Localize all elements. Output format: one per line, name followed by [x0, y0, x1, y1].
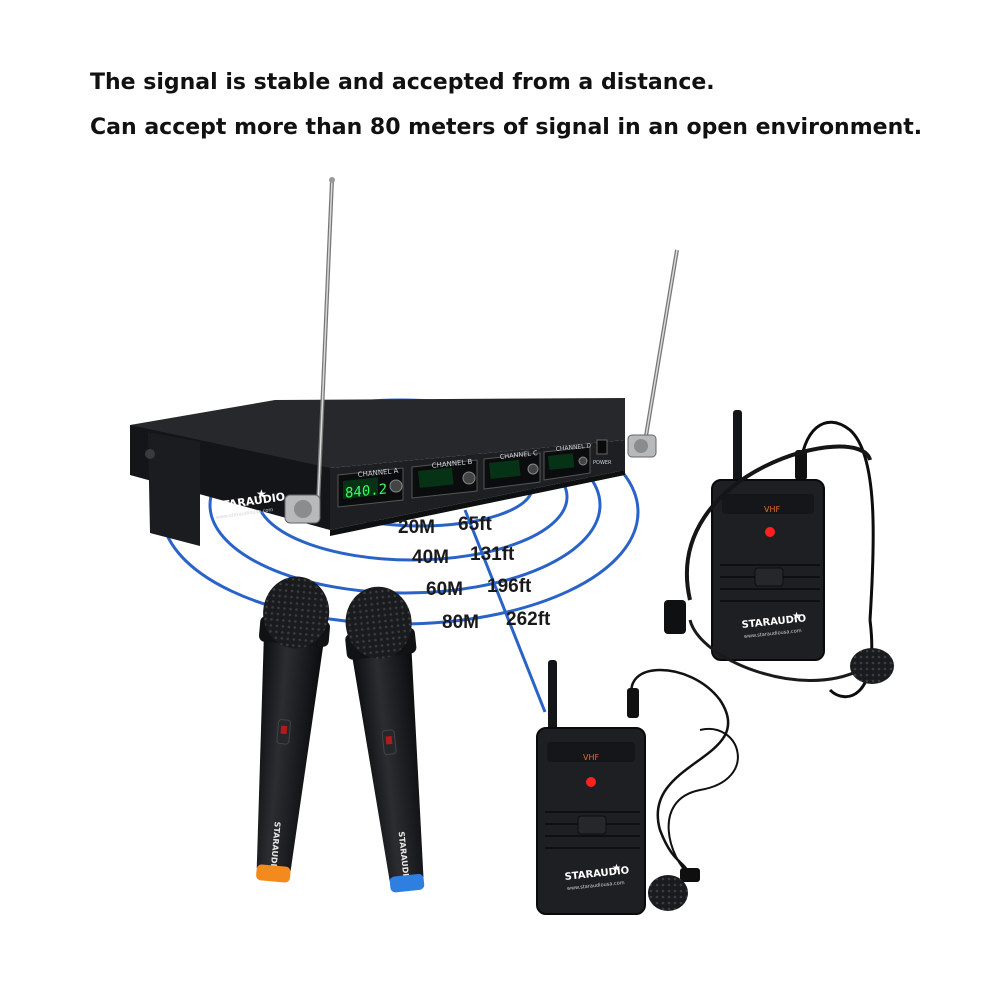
right-antenna: [627, 249, 679, 458]
bodypack-lower-vhf: VHF: [583, 753, 599, 762]
range-labels: 20M 65ft 40M 131ft 60M 196ft 80M 262ft: [398, 514, 551, 633]
handheld-mic-orange: STARAUDIO: [256, 576, 330, 883]
lavalier-bodypack: VHF STARAUDIO ★ www.staraudiousa.com: [536, 660, 739, 915]
handheld-mic-blue: STARAUDIO: [345, 586, 425, 893]
bodypack-upper-led: [765, 527, 775, 537]
star-icon: ★: [792, 611, 801, 622]
signal-line: [463, 509, 547, 713]
star-icon: ★: [256, 487, 267, 501]
headline-line-2: Can accept more than 80 meters of signal…: [90, 115, 923, 140]
bodypack-lower-led: [586, 777, 596, 787]
lavalier-foam-windscreen: [648, 875, 688, 911]
headset-bodypack: VHF STARAUDIO ★ www.staraudiousa.com: [664, 410, 894, 699]
power-label: POWER: [593, 460, 612, 466]
receiver-unit: 840.2 CHANNEL A CHANNEL B CHANNEL C CHAN…: [130, 177, 679, 546]
mic-grille-blue: [345, 586, 412, 659]
left-antenna: [284, 177, 335, 524]
range-label-80m-feet: 262ft: [506, 609, 551, 630]
channel-display-b: CHANNEL B: [411, 458, 478, 499]
star-icon: ★: [612, 863, 621, 874]
mic-cap-blue: [389, 873, 425, 893]
bodypack-upper-vhf: VHF: [764, 505, 780, 514]
headline-line-1: The signal is stable and accepted from a…: [90, 70, 715, 95]
range-label-60m-meters: 60M: [426, 579, 463, 600]
svg-text:840.2: 840.2: [345, 481, 387, 501]
channel-display-a: 840.2 CHANNEL A: [337, 467, 404, 508]
range-label-80m-meters: 80M: [442, 612, 479, 633]
range-label-60m-feet: 196ft: [487, 576, 532, 597]
mic-cap-orange: [256, 864, 291, 883]
channel-d-label: CHANNEL D: [555, 442, 591, 453]
power-switch: [596, 439, 608, 455]
channel-display-c: CHANNEL C: [483, 449, 541, 490]
range-label-40m-meters: 40M: [412, 547, 449, 568]
range-label-20m-feet: 65ft: [458, 514, 492, 535]
channel-c-label: CHANNEL C: [499, 449, 538, 461]
mic-grille-orange: [263, 576, 330, 649]
channel-display-d: CHANNEL D: [543, 442, 592, 481]
range-label-20m-meters: 20M: [398, 517, 435, 538]
headset-foam-windscreen: [850, 648, 894, 684]
range-label-40m-feet: 131ft: [470, 544, 515, 565]
